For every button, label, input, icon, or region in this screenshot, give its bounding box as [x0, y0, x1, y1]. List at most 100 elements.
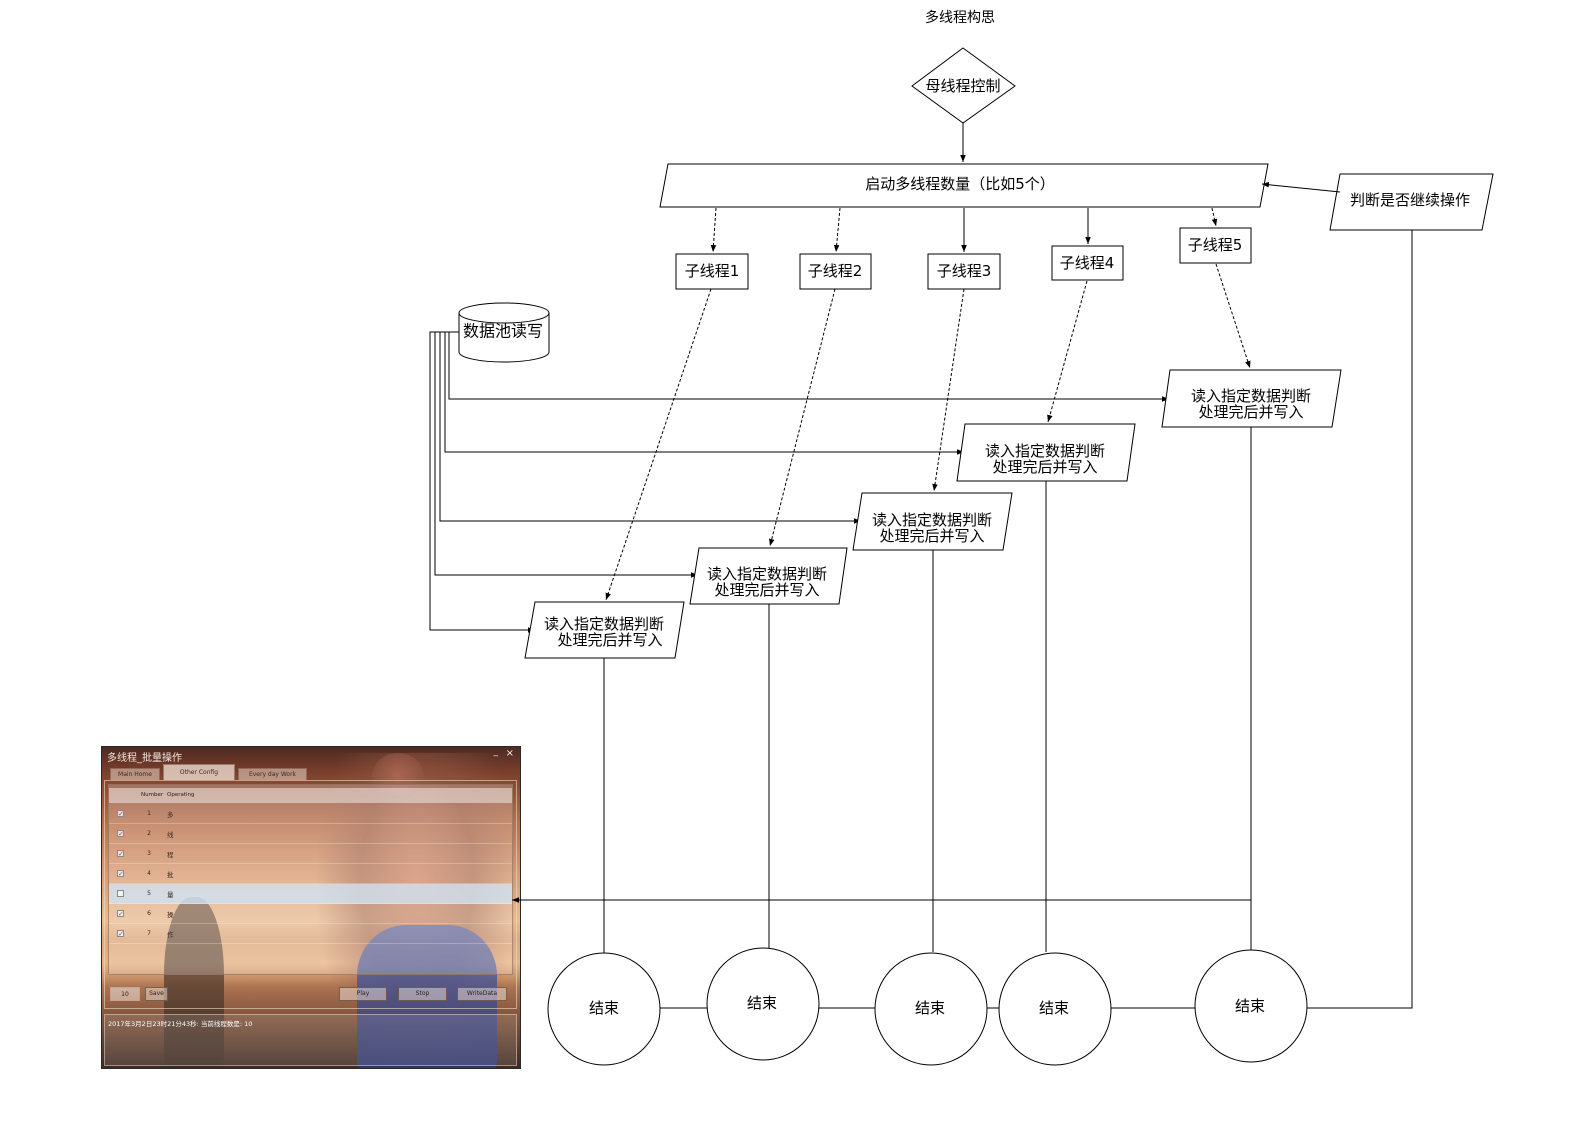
- continue-check-box: [1329, 173, 1494, 231]
- process-3-line1: 读入指定数据判断: [872, 511, 992, 529]
- arrow-child-1-to-process: [605, 288, 712, 601]
- end-circle-3: [874, 952, 988, 1066]
- process-2-line1: 读入指定数据判断: [707, 565, 827, 583]
- process-2-box: [689, 547, 848, 605]
- write-data-button[interactable]: WriteData: [457, 987, 507, 1001]
- row-checkbox[interactable]: [117, 850, 124, 857]
- parent-control-label: 母线程控制: [925, 77, 1000, 95]
- row-number: 1: [147, 810, 151, 817]
- row-number: 5: [147, 890, 151, 897]
- column-header-operating[interactable]: Operating: [167, 792, 195, 798]
- row-checkbox[interactable]: [117, 930, 124, 937]
- data-pool-cylinder-body: [458, 313, 550, 363]
- row-operating: 批: [167, 871, 174, 879]
- parent-control-diamond: [911, 47, 1016, 124]
- end-label-2: 结束: [747, 994, 777, 1012]
- row-checkbox[interactable]: [117, 830, 124, 837]
- tab-other-config[interactable]: Other Config: [163, 764, 235, 780]
- process-2-line2: 处理完后并写入: [714, 581, 819, 599]
- arrow-child-3-to-process: [932, 288, 965, 492]
- arrow-pool-to-process-1: [429, 331, 535, 633]
- arrow-start-to-child-2: [833, 207, 841, 253]
- start-threads-label: 启动多线程数量（比如5个）: [865, 175, 1055, 193]
- table-row[interactable]: 2 线: [109, 824, 512, 844]
- table-row[interactable]: 1 多: [109, 804, 512, 824]
- tab-main-home[interactable]: Main Home: [110, 768, 160, 780]
- end-label-5: 结束: [1235, 997, 1265, 1015]
- save-button[interactable]: Save: [145, 987, 168, 1001]
- child-thread-4-box: [1051, 245, 1124, 281]
- child-thread-4-label: 子线程4: [1060, 254, 1115, 272]
- row-operating: 作: [167, 931, 174, 939]
- child-thread-3-box: [927, 253, 1001, 290]
- child-thread-2-label: 子线程2: [808, 262, 863, 280]
- process-5-box: [1161, 369, 1342, 428]
- row-number: 6: [147, 910, 151, 917]
- arrow-child-5-to-process: [1215, 263, 1251, 369]
- end-circle-2: [706, 947, 820, 1061]
- data-pool-label: 数据池读写: [463, 322, 543, 341]
- row-number: 2: [147, 830, 151, 837]
- play-button[interactable]: Play: [339, 987, 387, 1001]
- continue-check-label: 判断是否继续操作: [1350, 191, 1470, 209]
- end-label-1: 结束: [589, 999, 619, 1017]
- process-5-line1: 读入指定数据判断: [1191, 387, 1311, 405]
- arrow-start-to-child-1: [710, 207, 717, 253]
- row-number: 3: [147, 850, 151, 857]
- row-operating: 量: [167, 891, 174, 899]
- child-thread-5-box: [1179, 227, 1252, 264]
- process-1-line1: 读入指定数据判断: [544, 615, 664, 633]
- diagram-title: 多线程构思: [925, 9, 995, 26]
- row-operating: 线: [167, 831, 174, 839]
- status-log[interactable]: 2017年3月2日23时21分43秒: 当前线程数是: 10: [104, 1014, 517, 1066]
- process-3-line2: 处理完后并写入: [879, 527, 984, 545]
- process-4-line1: 读入指定数据判断: [985, 442, 1105, 460]
- child-thread-2-box: [799, 253, 872, 290]
- child-thread-1-box: [675, 253, 749, 290]
- arrow-pool-to-process-5: [448, 331, 1169, 402]
- tab-content-frame: [104, 780, 517, 1009]
- table-row[interactable]: 5 量: [109, 884, 512, 904]
- table-row[interactable]: 3 程: [109, 844, 512, 864]
- arrow-pool-to-process-2: [434, 331, 698, 578]
- row-checkbox[interactable]: [117, 910, 124, 917]
- window-titlebar[interactable]: 多线程_批量操作 _ ×: [102, 747, 520, 764]
- close-icon[interactable]: ×: [505, 748, 514, 759]
- arrow-pool-to-process-3: [439, 331, 861, 524]
- end-circle-5: [1194, 949, 1308, 1063]
- row-checkbox[interactable]: [117, 890, 124, 897]
- arrow-pool-to-process-4: [444, 331, 964, 455]
- table-row[interactable]: 6 操: [109, 904, 512, 924]
- row-number: 4: [147, 870, 151, 877]
- row-operating: 程: [167, 851, 174, 859]
- table-header: Number Operating: [109, 788, 512, 803]
- arrow-child-2-to-process: [769, 288, 836, 547]
- arrow-continue-to-start: [1261, 181, 1341, 193]
- row-number: 7: [147, 930, 151, 937]
- minimize-icon[interactable]: _: [493, 747, 499, 757]
- process-1-line2: 处理完后并写入: [557, 631, 662, 649]
- table-row[interactable]: 4 批: [109, 864, 512, 884]
- data-pool-cylinder-top: [458, 302, 550, 324]
- stop-button[interactable]: Stop: [398, 987, 447, 1001]
- child-thread-1-label: 子线程1: [685, 262, 740, 280]
- thread-count-input[interactable]: [110, 987, 140, 1001]
- tab-every-day-work[interactable]: Every day Work: [238, 768, 307, 780]
- operation-table: Number Operating 1 多 2 线 3 程 4 批: [108, 784, 513, 975]
- end-label-3: 结束: [915, 999, 945, 1017]
- row-checkbox[interactable]: [117, 870, 124, 877]
- table-row[interactable]: 7 作: [109, 924, 512, 944]
- child-thread-3-label: 子线程3: [937, 262, 992, 280]
- process-5-line2: 处理完后并写入: [1198, 403, 1303, 421]
- line-end-to-continue-check: [1307, 230, 1413, 1009]
- row-operating: 操: [167, 911, 174, 919]
- end-circle-1: [547, 952, 661, 1066]
- process-3-box: [852, 492, 1013, 551]
- status-text: 2017年3月2日23时21分43秒: 当前线程数是: 10: [108, 1020, 253, 1028]
- column-header-number[interactable]: Number: [141, 792, 164, 798]
- process-4-line2: 处理完后并写入: [992, 458, 1097, 476]
- app-window: 多线程_批量操作 _ × Main Home Other Config Ever…: [101, 746, 521, 1069]
- row-checkbox[interactable]: [117, 810, 124, 817]
- arrow-child-4-to-process: [1047, 280, 1088, 423]
